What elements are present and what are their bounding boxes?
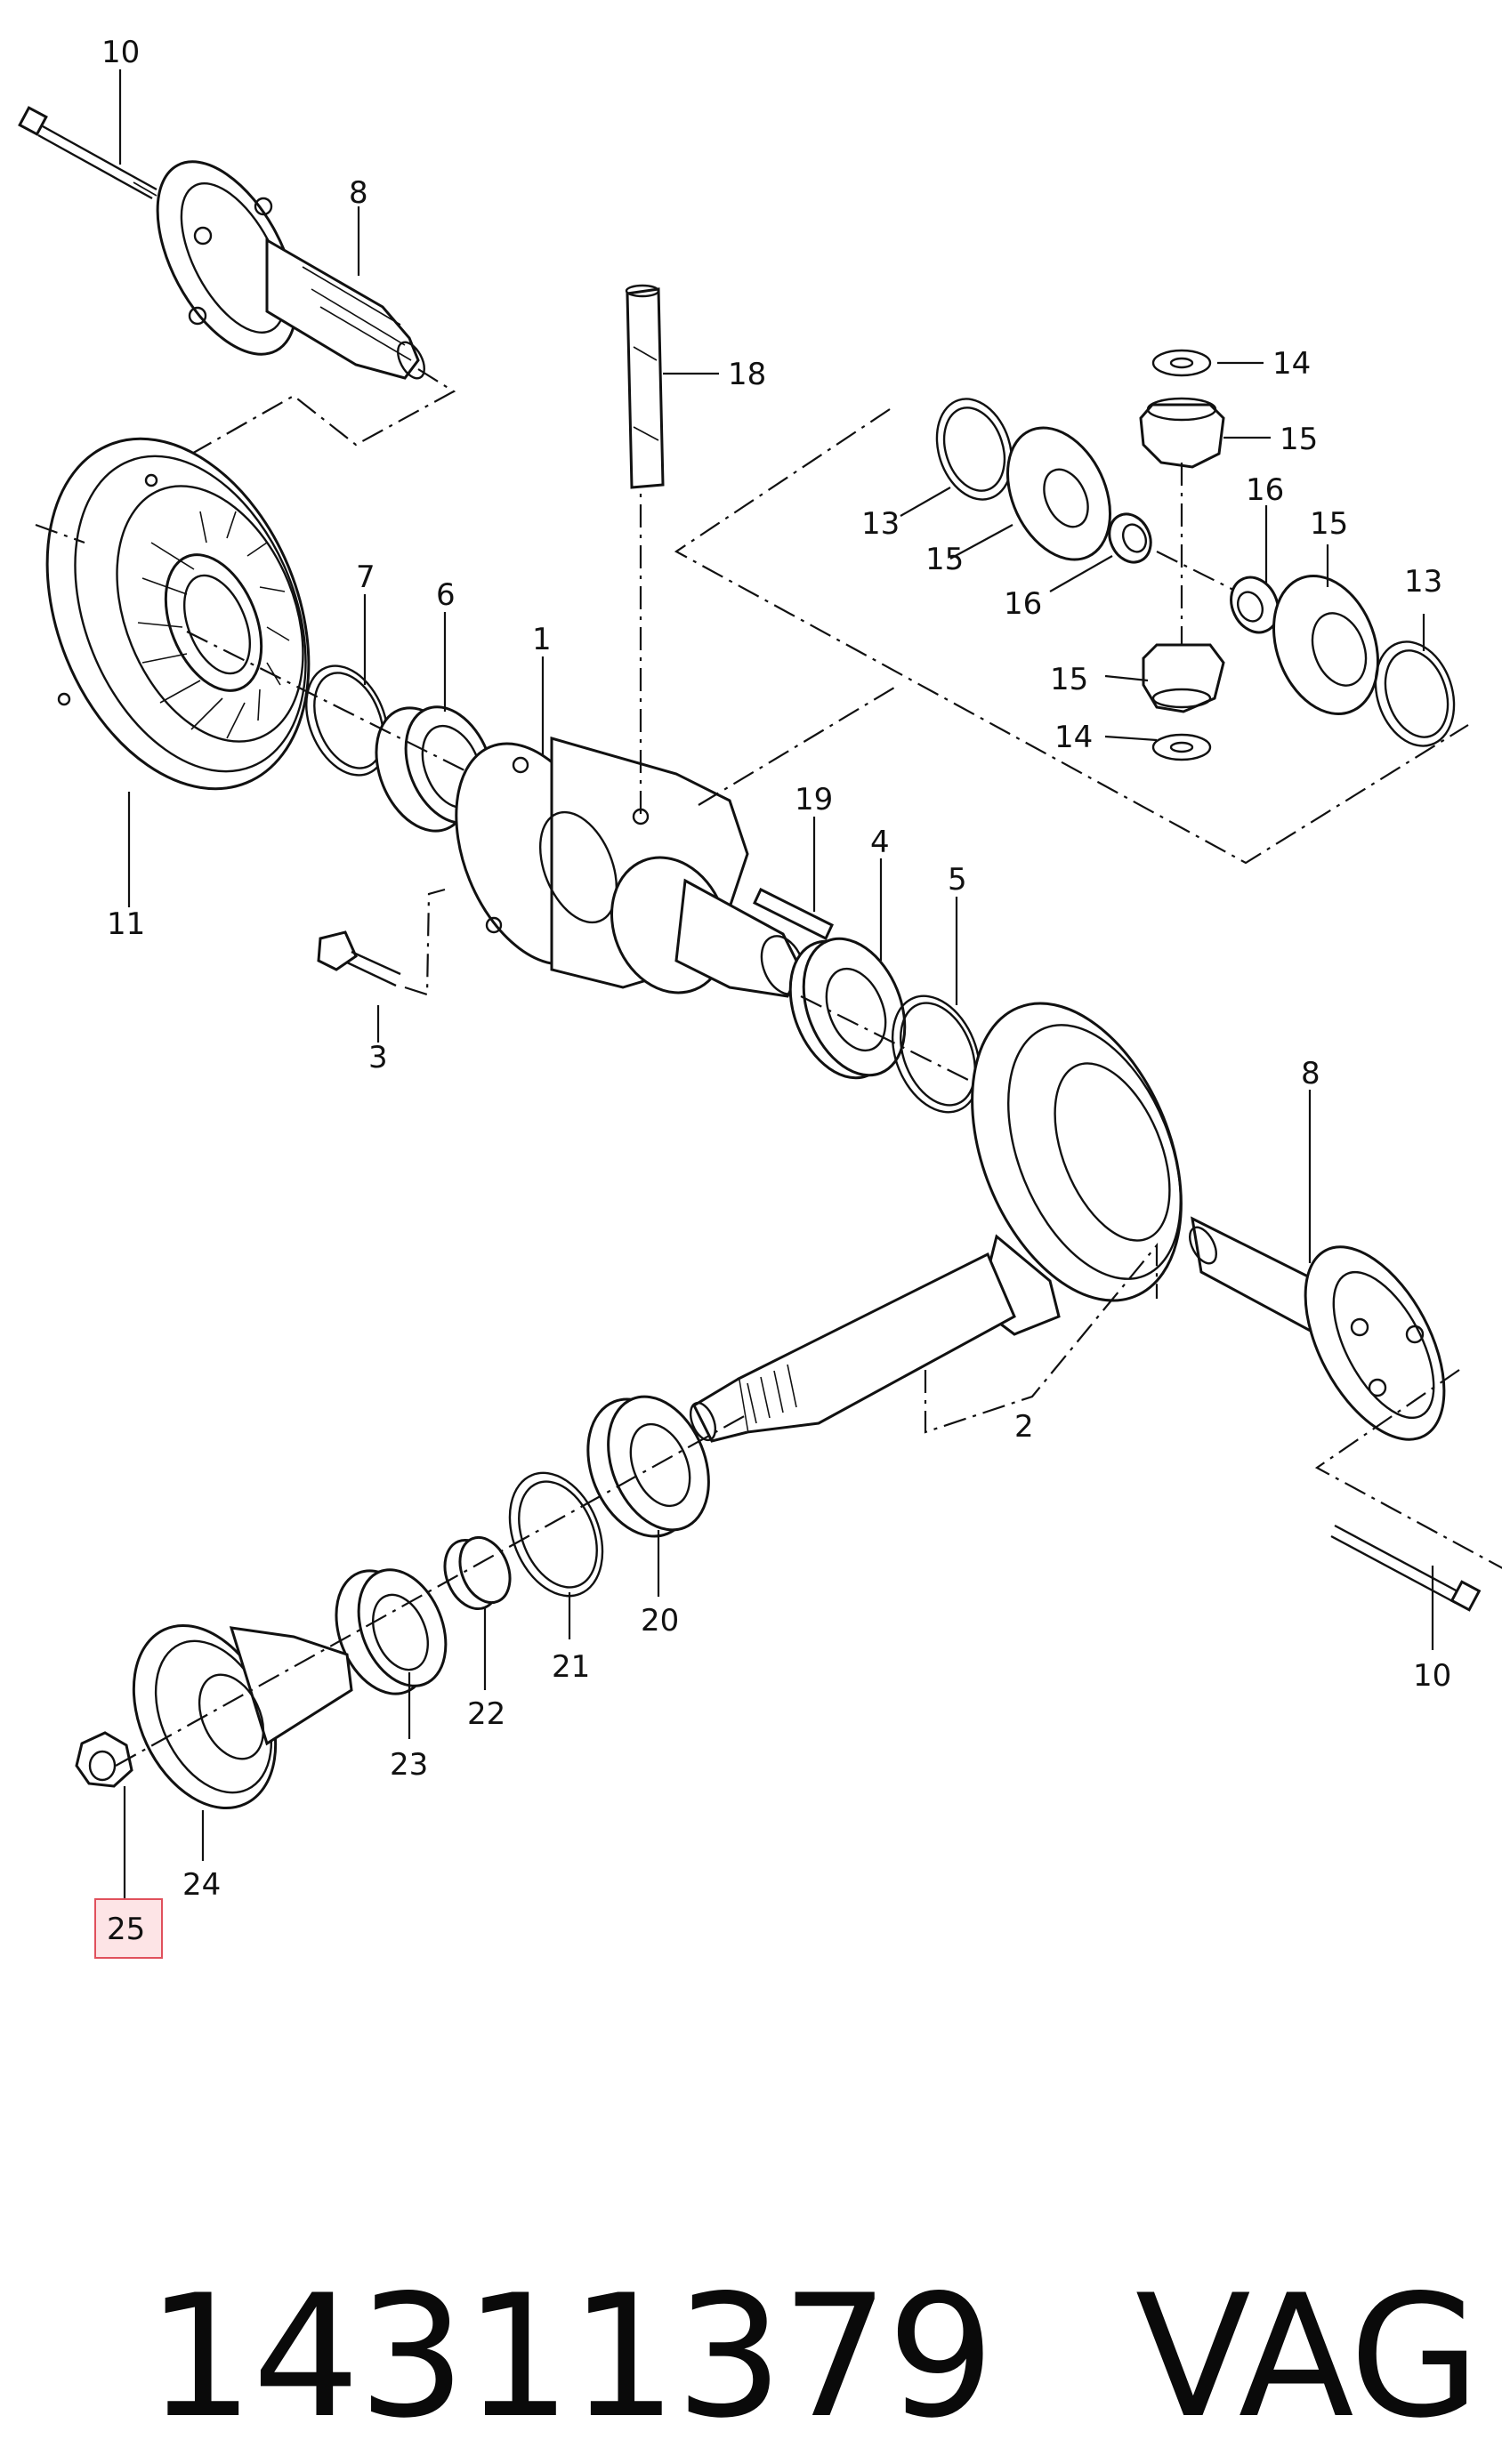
callout-19: 19 — [795, 782, 833, 817]
axis-line-bearing — [800, 995, 989, 1091]
callout-13: 13 — [1404, 564, 1442, 600]
axis-line-bolt — [404, 888, 446, 996]
axis-line-bottom-flange — [1314, 1369, 1502, 1569]
brand-name: VAG — [1135, 2259, 1481, 2455]
side-gear-15-left[interactable] — [988, 411, 1130, 576]
leader-lines — [118, 69, 1434, 1899]
callout-18: 18 — [728, 357, 766, 392]
callout-15: 15 — [1310, 506, 1348, 542]
callout-24: 24 — [182, 1867, 221, 1903]
callout-8: 8 — [349, 175, 368, 211]
callout-10: 10 — [101, 35, 140, 70]
callout-4: 4 — [870, 825, 890, 860]
ring-gear-and-pinion-2[interactable] — [686, 972, 1222, 1443]
bolt-10-bottom[interactable] — [1330, 1524, 1482, 1612]
axis-line-gears — [698, 684, 900, 806]
callout-16: 16 — [1246, 472, 1284, 508]
group-bracket-2 — [924, 1242, 1159, 1434]
differential-housing-1[interactable] — [426, 721, 812, 1010]
shim-ring-5[interactable] — [876, 983, 996, 1125]
callout-15: 15 — [925, 542, 964, 577]
axis-line-cover — [35, 523, 85, 544]
shim-ring-21[interactable] — [493, 1459, 620, 1609]
roll-pin-19[interactable] — [753, 887, 834, 941]
pinion-gear-15-top[interactable] — [1139, 397, 1225, 469]
companion-flange-24[interactable] — [106, 1603, 353, 1832]
thrust-washer-13-right[interactable] — [1363, 632, 1467, 756]
callout-8: 8 — [1301, 1056, 1320, 1091]
bushing-16-left[interactable] — [1102, 507, 1159, 568]
o-ring-7[interactable] — [291, 654, 403, 787]
callout-5: 5 — [948, 862, 967, 898]
housing-cover-11[interactable] — [0, 399, 358, 827]
callout-23: 23 — [390, 1747, 428, 1783]
callout-25: 25 — [107, 1912, 145, 1947]
callout-22: 22 — [467, 1696, 505, 1732]
callout-10: 10 — [1413, 1658, 1451, 1694]
bolt-3[interactable] — [317, 930, 401, 987]
thrust-washer-13-left[interactable] — [925, 389, 1024, 509]
shaft-pin-18[interactable] — [625, 284, 665, 489]
callout-20: 20 — [641, 1603, 679, 1639]
gear-group-outline — [674, 408, 1469, 865]
spacer-sleeve-22[interactable] — [435, 1530, 519, 1617]
callout-14: 14 — [1272, 346, 1311, 382]
callout-2: 2 — [1014, 1409, 1034, 1445]
callout-14: 14 — [1054, 720, 1093, 755]
callout-21: 21 — [552, 1649, 590, 1685]
ball-bearing-4[interactable] — [771, 923, 924, 1092]
pinion-gear-15-bottom[interactable] — [1142, 643, 1225, 713]
part-number: 14311379 — [146, 2259, 995, 2455]
bolt-10-top[interactable] — [18, 106, 157, 200]
exploded-parts-diagram: 10 8 18 14 15 13 15 16 15 16 13 15 14 7 … — [0, 35, 1502, 1959]
axis-line-differential — [186, 631, 535, 806]
callout-7: 7 — [356, 560, 376, 595]
callout-1: 1 — [532, 622, 552, 657]
hex-nut-25[interactable] — [75, 1731, 133, 1788]
part-number-footer: 14311379 VAG — [43, 2037, 1481, 2455]
callout-16: 16 — [1004, 586, 1042, 622]
callout-13: 13 — [861, 506, 900, 542]
drive-flange-8-top[interactable] — [129, 140, 430, 382]
axis-line-top-flange — [97, 368, 456, 508]
thrust-washer-14-top[interactable] — [1151, 349, 1212, 377]
callout-11: 11 — [107, 906, 145, 942]
callout-3: 3 — [368, 1040, 388, 1075]
side-gear-15-right[interactable] — [1256, 561, 1396, 729]
bushing-16-right[interactable] — [1223, 569, 1287, 640]
thrust-washer-14-bottom[interactable] — [1151, 733, 1212, 761]
callout-6: 6 — [436, 577, 456, 613]
callout-15: 15 — [1280, 422, 1318, 457]
highlight-box — [94, 1898, 163, 1959]
callout-15: 15 — [1050, 662, 1088, 697]
callout-labels: 10 8 18 14 15 13 15 16 15 16 13 15 14 7 … — [101, 35, 1451, 1947]
tapered-bearing-23[interactable] — [319, 1557, 463, 1708]
drive-flange-8-bottom[interactable] — [1184, 1216, 1473, 1461]
